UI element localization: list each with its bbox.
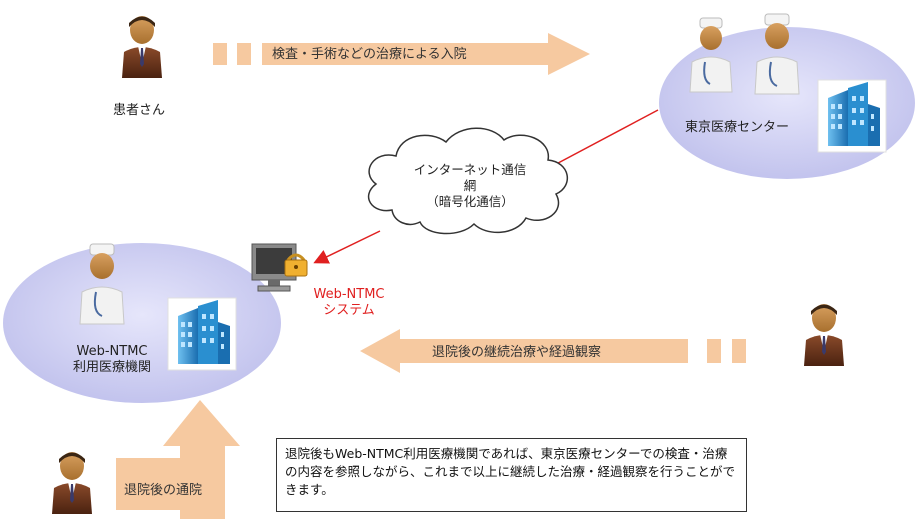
partner-ellipse [3, 243, 281, 403]
person-icon [122, 16, 162, 78]
cloud-icon [368, 127, 569, 235]
partner-label-line1: Web-NTMC [77, 344, 148, 359]
outpatient-arrow-label: 退院後の通院 [124, 483, 202, 498]
computer-lock-icon [251, 243, 308, 292]
doctor-icon [754, 13, 800, 95]
tokyo-center-label: 東京医療センター [685, 119, 789, 135]
network-label-line2: 網 [464, 178, 477, 193]
doctor-icon [79, 243, 125, 325]
followup-arrow [360, 329, 746, 373]
patient-label: 患者さん [113, 103, 165, 118]
admission-arrow [213, 33, 590, 75]
cloud-to-system-line [313, 230, 381, 264]
network-label-line3: （暗号化通信） [426, 194, 514, 209]
network-label-line1: インターネット通信 [414, 162, 527, 177]
person-icon [52, 452, 92, 514]
outpatient-arrow [116, 400, 240, 519]
system-label-line1: Web-NTMC [314, 287, 385, 302]
hospital-building-icon [817, 79, 887, 153]
note-text: 退院後もWeb-NTMC利用医療機関であれば、東京医療センターでの検査・治療の内… [285, 446, 736, 497]
center-to-cloud-line [544, 109, 659, 171]
partner-label-line2: 利用医療機関 [73, 360, 151, 375]
note-box: 退院後もWeb-NTMC利用医療機関であれば、東京医療センターでの検査・治療の内… [276, 438, 747, 512]
hospital-building-icon [167, 297, 237, 371]
followup-arrow-label: 退院後の継続治療や経過観察 [432, 345, 601, 360]
person-icon [804, 304, 844, 366]
admission-arrow-label: 検査・手術などの治療による入院 [272, 47, 467, 62]
system-label-line2: システム [323, 303, 375, 318]
doctor-icon [689, 17, 733, 93]
